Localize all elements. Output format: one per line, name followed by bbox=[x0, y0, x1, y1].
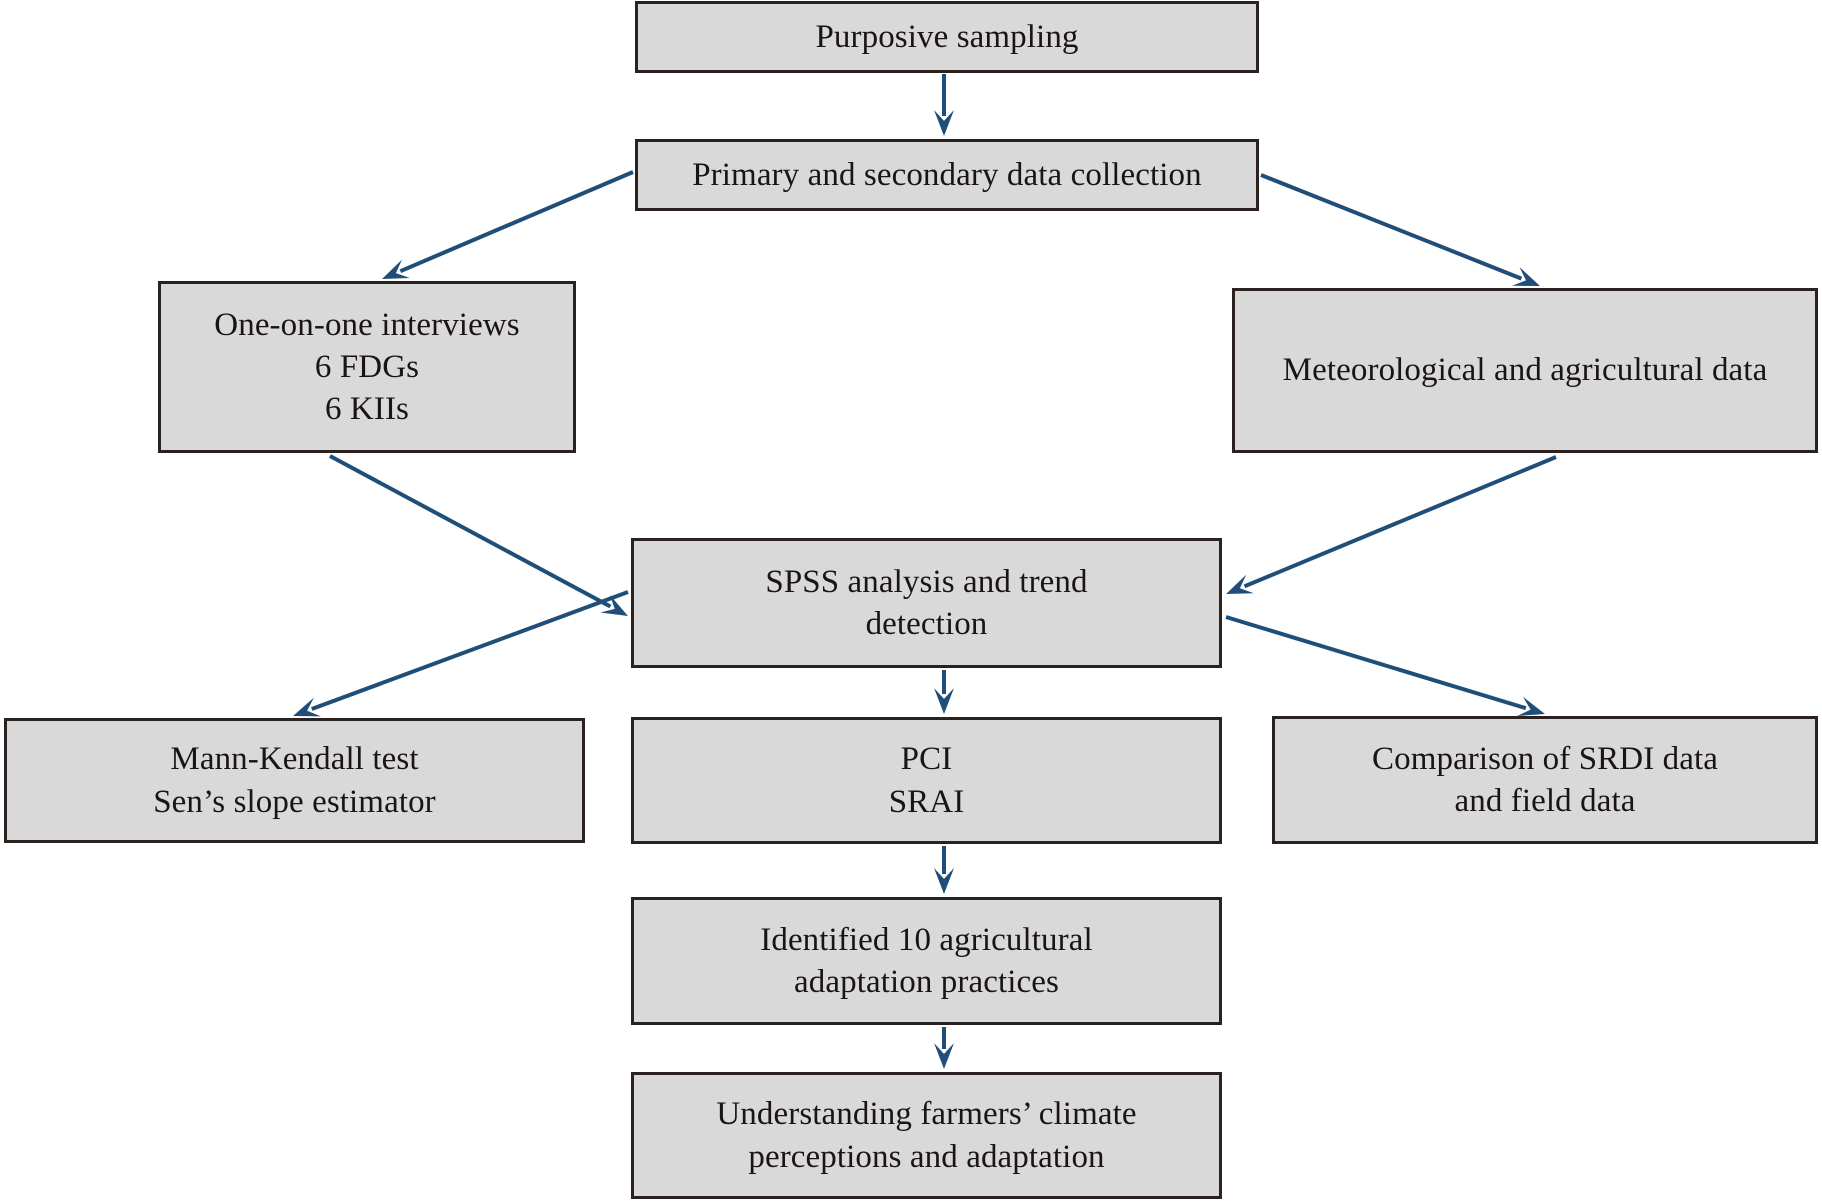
node-label-line: adaptation practices bbox=[794, 964, 1059, 1000]
arrow-head bbox=[1512, 267, 1540, 286]
node-label-spss-analysis: SPSS analysis and trend detection bbox=[634, 561, 1219, 645]
arrow-head bbox=[934, 1043, 954, 1069]
arrow-collection-to-interviews bbox=[382, 170, 634, 279]
node-interviews: One-on-one interviews 6 FDGs 6 KIIs bbox=[158, 281, 576, 453]
node-label-line: detection bbox=[865, 606, 988, 642]
node-label-line: 6 FDGs bbox=[314, 348, 420, 385]
arrow-meteorological-to-spss bbox=[1226, 455, 1557, 594]
node-label-pci-srai: PCI SRAI bbox=[634, 738, 1219, 822]
node-label-climate-perceptions: Understanding farmers’ climate perception… bbox=[634, 1093, 1219, 1177]
arrow-head bbox=[934, 868, 954, 894]
node-label-line: perceptions and adaptation bbox=[748, 1138, 1105, 1175]
node-label-line: SRAI bbox=[888, 783, 965, 820]
arrow-pci-to-adaptation bbox=[934, 846, 954, 894]
node-data-collection: Primary and secondary data collection bbox=[635, 139, 1259, 211]
arrow-head bbox=[934, 110, 954, 136]
arrow-head bbox=[1517, 696, 1545, 716]
node-spss-analysis: SPSS analysis and trend detection bbox=[631, 538, 1222, 668]
node-label-line: Purposive sampling bbox=[815, 18, 1079, 55]
node-label-interviews: One-on-one interviews 6 FDGs 6 KIIs bbox=[161, 304, 573, 431]
arrow-head bbox=[293, 697, 321, 717]
arrow-interviews-to-spss bbox=[329, 454, 628, 616]
node-label-line: SPSS analysis and trend bbox=[765, 563, 1088, 600]
node-adaptation-practices: Identified 10 agricultural adaptation pra… bbox=[631, 897, 1222, 1025]
arrow-spss-to-pci bbox=[934, 670, 954, 714]
arrow-shaft bbox=[329, 454, 612, 609]
node-label-line: Comparison of SRDI data bbox=[1371, 740, 1718, 777]
node-label-line: 6 KIIs bbox=[324, 391, 409, 428]
arrow-head bbox=[934, 688, 954, 714]
arrow-collection-to-meteorological bbox=[1260, 173, 1540, 286]
arrow-shaft bbox=[1243, 455, 1557, 589]
node-label-line: One-on-one interviews bbox=[214, 306, 520, 343]
arrow-head bbox=[1226, 574, 1254, 594]
node-purposive-sampling: Purposive sampling bbox=[635, 1, 1259, 73]
arrow-head bbox=[382, 259, 410, 279]
node-label-purposive-sampling: Purposive sampling bbox=[638, 16, 1256, 58]
arrow-shaft bbox=[399, 170, 634, 273]
node-label-line: Identified 10 agricultural bbox=[760, 921, 1093, 958]
arrow-shaft bbox=[1260, 173, 1523, 281]
node-label-line: and field data bbox=[1454, 783, 1636, 819]
node-label-line: PCI bbox=[900, 741, 953, 778]
node-label-line: Meteorological and agricultural data bbox=[1282, 352, 1768, 389]
arrow-spss-to-comparison bbox=[1225, 615, 1545, 716]
node-label-line: Understanding farmers’ climate bbox=[716, 1096, 1137, 1133]
node-label-meteorological-data: Meteorological and agricultural data bbox=[1235, 349, 1815, 391]
node-label-line: Mann-Kendall test bbox=[170, 741, 419, 778]
node-label-adaptation-practices: Identified 10 agricultural adaptation pra… bbox=[634, 919, 1219, 1003]
node-climate-perceptions: Understanding farmers’ climate perception… bbox=[631, 1072, 1222, 1199]
node-comparison-srdi: Comparison of SRDI data and field data bbox=[1272, 716, 1818, 844]
node-meteorological-data: Meteorological and agricultural data bbox=[1232, 288, 1818, 453]
arrow-adaptation-to-perceptions bbox=[934, 1027, 954, 1069]
node-label-comparison-srdi: Comparison of SRDI data and field data bbox=[1275, 738, 1815, 822]
arrow-shaft bbox=[311, 590, 629, 711]
arrow-shaft bbox=[1225, 615, 1527, 711]
node-label-data-collection: Primary and secondary data collection bbox=[638, 154, 1256, 196]
arrow-spss-to-mann-kendall bbox=[293, 590, 629, 717]
arrow-head bbox=[600, 594, 628, 616]
node-label-line: Sen’s slope estimator bbox=[153, 783, 436, 820]
node-label-line: Primary and secondary data collection bbox=[692, 156, 1202, 193]
arrow-purposive-to-collection bbox=[934, 74, 954, 136]
node-pci-srai: PCI SRAI bbox=[631, 717, 1222, 844]
